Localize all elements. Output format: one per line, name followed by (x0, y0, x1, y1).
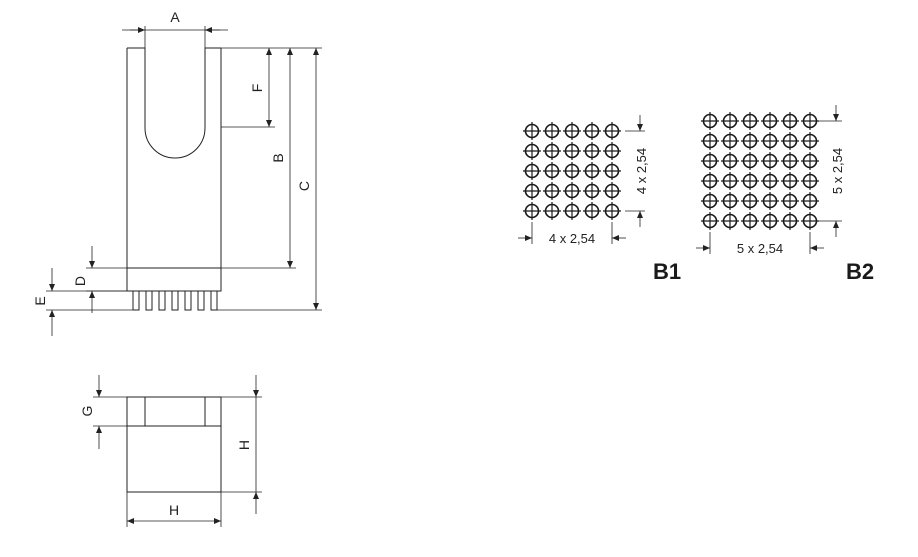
pattern-b1-horizontal-label: 4 x 2,54 (549, 231, 595, 246)
dimension-e: E (32, 268, 133, 336)
dimension-h-horizontal-label: H (169, 502, 179, 518)
b1-hole (543, 182, 561, 200)
dimension-d: D (72, 246, 127, 313)
b1-hole (523, 162, 541, 180)
pattern-b1-holes (523, 122, 621, 220)
b2-hole (761, 132, 779, 150)
b1-hole (523, 182, 541, 200)
dimension-h-vertical-label: H (236, 440, 252, 450)
pattern-b1-vertical-label: 4 x 2,54 (634, 148, 649, 194)
b1-hole (583, 202, 601, 220)
dimension-d-label: D (72, 276, 88, 286)
b1-hole (583, 162, 601, 180)
b1-hole (563, 182, 581, 200)
b2-hole (761, 112, 779, 130)
b2-hole (721, 172, 739, 190)
b1-hole (563, 122, 581, 140)
b2-hole (761, 172, 779, 190)
b2-hole (721, 112, 739, 130)
b2-hole (761, 212, 779, 230)
b2-hole (741, 192, 759, 210)
b1-hole (583, 122, 601, 140)
side-view: A F B C D (32, 9, 322, 336)
dimension-c: C (217, 47, 322, 311)
b2-hole (701, 132, 719, 150)
dimension-e-label: E (32, 296, 48, 305)
b2-hole (721, 152, 739, 170)
side-view-u-slot (127, 47, 221, 159)
dimension-a: A (122, 9, 228, 48)
b2-hole (801, 172, 819, 190)
pattern-b2-vertical-label: 5 x 2,54 (830, 148, 845, 194)
b2-hole (781, 112, 799, 130)
dimension-f: F (221, 47, 275, 128)
b2-hole (801, 112, 819, 130)
pattern-b2-horizontal-label: 5 x 2,54 (737, 241, 783, 256)
top-view: G H H (79, 375, 262, 527)
b1-hole (603, 142, 621, 160)
side-view-base-strip (126, 267, 222, 292)
dimension-h-horizontal: H (126, 492, 222, 527)
pattern-b1-vertical-dimension: 4 x 2,54 (625, 115, 649, 227)
dimension-b: B (221, 47, 296, 269)
top-view-outline (126, 396, 222, 493)
dimension-h-vertical: H (221, 375, 262, 514)
b1-hole (523, 142, 541, 160)
b2-hole (741, 112, 759, 130)
b1-hole (543, 202, 561, 220)
dimension-b-label: B (270, 153, 286, 162)
pattern-b2-vertical-dimension: 5 x 2,54 (817, 105, 845, 237)
pattern-b2-holes (701, 112, 819, 230)
b1-hole (563, 142, 581, 160)
b1-hole (563, 162, 581, 180)
b1-hole (603, 202, 621, 220)
b1-hole (523, 122, 541, 140)
b2-hole (801, 212, 819, 230)
b2-hole (741, 172, 759, 190)
b2-hole (741, 152, 759, 170)
b1-hole (523, 202, 541, 220)
b2-hole (741, 212, 759, 230)
b2-hole (721, 212, 739, 230)
b2-hole (781, 192, 799, 210)
pattern-b1-horizontal-dimension: 4 x 2,54 (518, 222, 626, 246)
b2-hole (781, 212, 799, 230)
b2-hole (701, 212, 719, 230)
b2-hole (701, 112, 719, 130)
pattern-b2-label: B2 (846, 259, 874, 284)
b2-hole (801, 192, 819, 210)
b2-hole (761, 192, 779, 210)
b2-hole (701, 172, 719, 190)
dimension-a-label: A (170, 9, 180, 25)
b2-hole (721, 132, 739, 150)
b1-hole (583, 182, 601, 200)
dimension-g-label: G (79, 406, 95, 417)
b2-hole (721, 192, 739, 210)
b1-hole (603, 162, 621, 180)
side-view-pins (132, 290, 218, 311)
b1-hole (543, 162, 561, 180)
b2-hole (781, 152, 799, 170)
b2-hole (781, 172, 799, 190)
b1-hole (603, 182, 621, 200)
b2-hole (801, 152, 819, 170)
b2-hole (761, 152, 779, 170)
pattern-b1-label: B1 (653, 259, 681, 284)
dimension-g: G (79, 375, 127, 449)
b1-hole (543, 122, 561, 140)
b1-hole (583, 142, 601, 160)
b1-hole (563, 202, 581, 220)
pattern-b1: 4 x 2,54 4 x 2,54 B1 (518, 115, 681, 284)
b2-hole (701, 192, 719, 210)
b1-hole (603, 122, 621, 140)
b2-hole (781, 132, 799, 150)
dimension-c-label: C (296, 181, 312, 191)
b2-hole (741, 132, 759, 150)
b2-hole (701, 152, 719, 170)
b2-hole (801, 132, 819, 150)
b1-hole (543, 142, 561, 160)
pattern-b2-horizontal-dimension: 5 x 2,54 (696, 232, 824, 256)
pattern-b2: 5 x 2,54 5 x 2,54 B2 (696, 105, 874, 284)
dimension-f-label: F (249, 84, 265, 93)
